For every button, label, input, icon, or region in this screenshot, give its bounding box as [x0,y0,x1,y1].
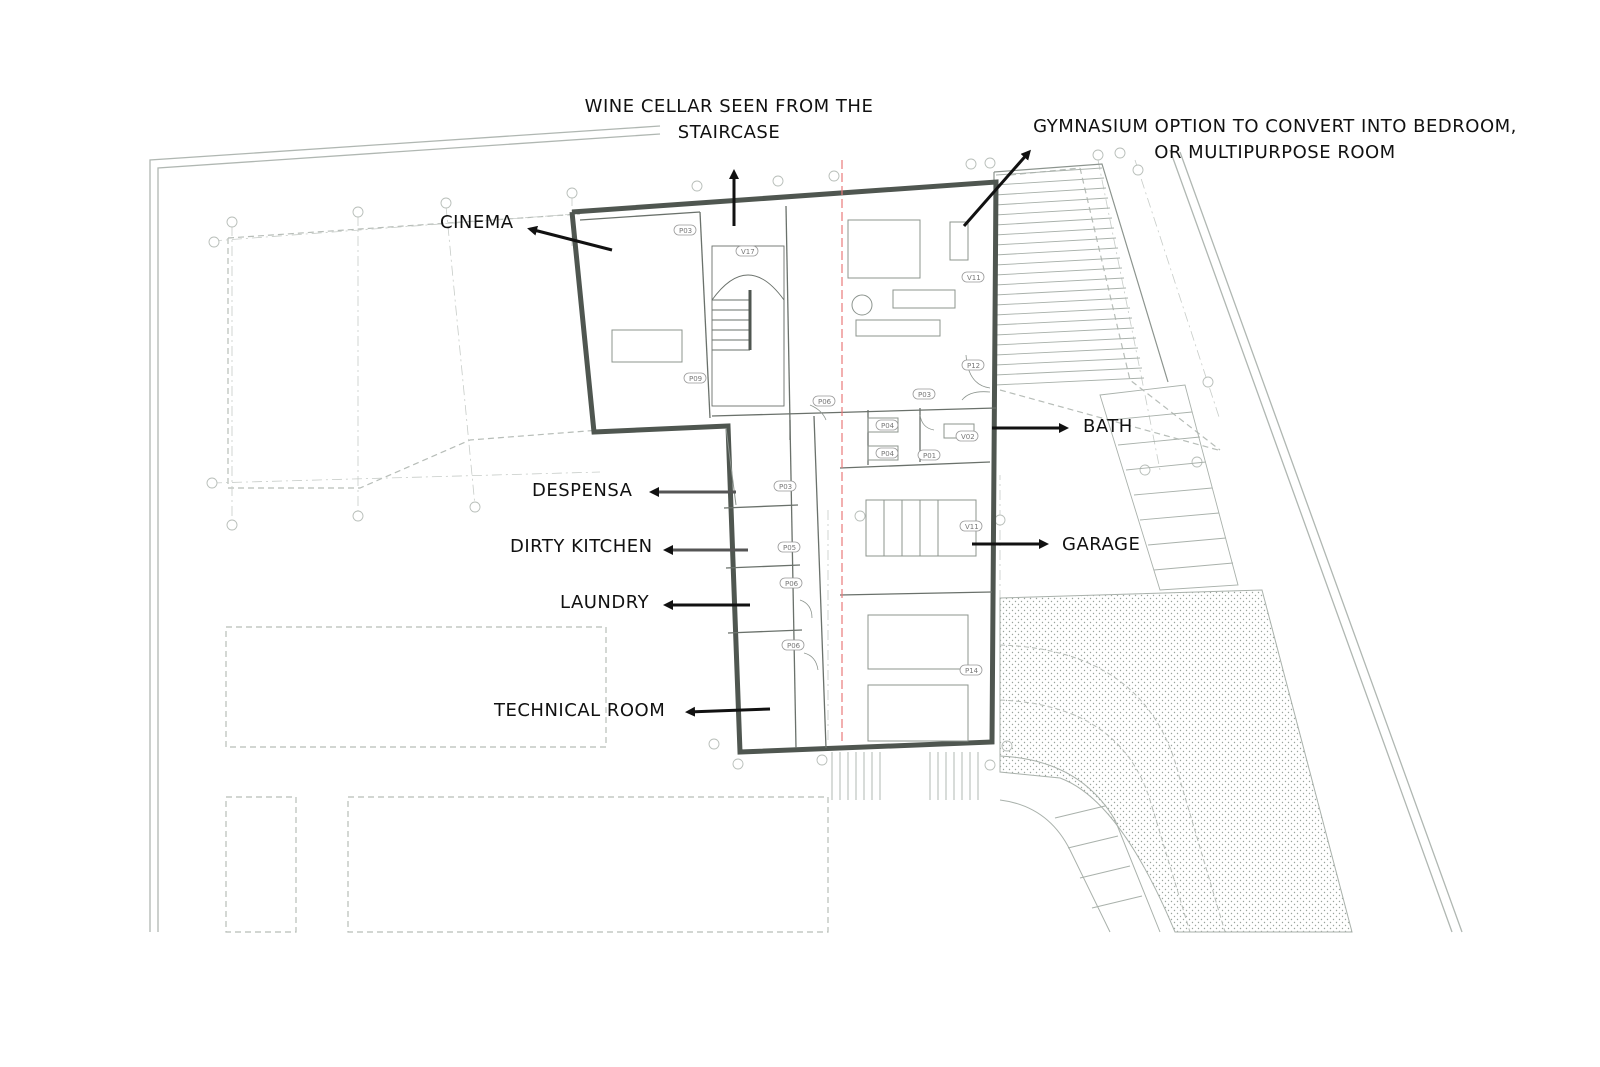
label-wine-cellar-line2: STAIRCASE [677,122,781,143]
door-tag: P03 [779,483,792,491]
cinema-screen [611,329,683,363]
building-walls [569,179,999,755]
label-wine-cellar-line1: WINE CELLAR SEEN FROM THE [584,96,874,117]
label-despensa: DESPENSA [532,480,633,501]
staircase [711,245,785,407]
door-tag: P09 [689,375,702,383]
label-bath: BATH [1083,416,1133,437]
grid-bubbles [206,147,1214,771]
door-tag: V11 [967,274,981,282]
door-tag: P05 [783,544,796,552]
label-cinema: CINEMA [440,212,514,233]
label-laundry: LAUNDRY [560,592,650,613]
door-tag: V17 [741,248,755,256]
dashed-outlines [225,167,1221,933]
entry-steps [831,752,979,800]
annotation-arrows [527,149,1069,717]
label-gymnasium: GYMNASIUM OPTION TO CONVERT INTO BEDROOM… [1030,114,1520,166]
door-tag: P03 [918,391,931,399]
site-boundary [149,125,1463,933]
exterior-steps [1099,384,1239,591]
door-tag: V02 [961,433,975,441]
door-tag: P03 [679,227,692,235]
door-tag: P04 [881,450,895,458]
door-tag: P04 [881,422,895,430]
door-tag: P12 [967,362,980,370]
door-tag: V11 [965,523,979,531]
driveway [999,589,1353,933]
door-tag: P06 [785,580,799,588]
curb [999,755,1161,933]
door-tag: P06 [818,398,832,406]
label-dirty-kitchen: DIRTY KITCHEN [510,536,653,557]
door-tag: P14 [965,667,979,675]
label-wine-cellar: WINE CELLAR SEEN FROM THE STAIRCASE [574,94,884,146]
door-tag: P06 [787,642,801,650]
door-tags [673,224,985,676]
door-tag-text: P03 V17 P09 P06 P03 V11 P12 P04 P04 P01 … [679,227,981,675]
label-gymnasium-line1: GYMNASIUM OPTION TO CONVERT INTO BEDROOM… [1033,116,1517,137]
label-gymnasium-line2: OR MULTIPURPOSE ROOM [1154,142,1396,163]
building-walls-inner [579,205,997,749]
door-tag: P01 [923,452,936,460]
arrow-gymnasium [962,149,1031,227]
label-technical-room: TECHNICAL ROOM [494,700,666,721]
arrow-cinema [527,225,613,252]
label-garage: GARAGE [1062,534,1141,555]
deck-outline [993,163,1169,395]
deck-stripes [994,167,1145,386]
arrow-technical-room [685,706,771,717]
